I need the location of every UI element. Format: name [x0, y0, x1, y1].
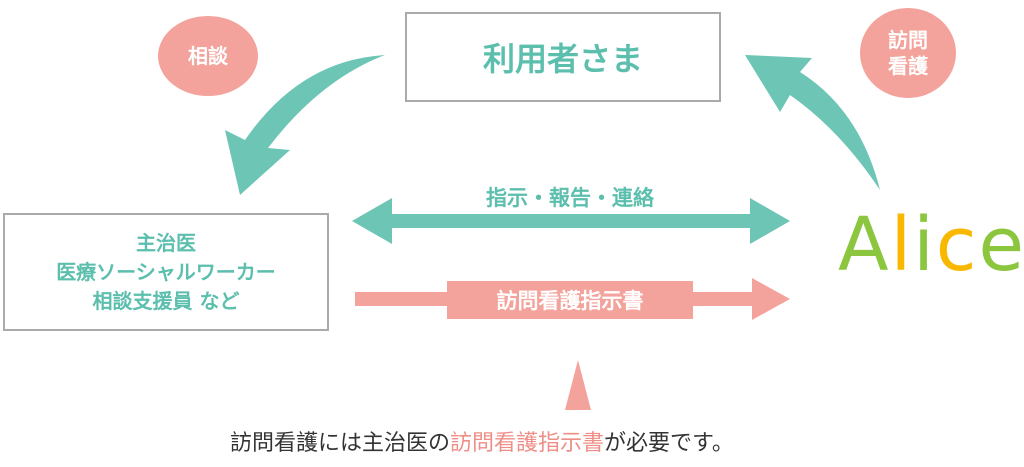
- visit-label-1: 訪問: [888, 28, 928, 52]
- curved-arrow-right: [745, 55, 880, 190]
- visit-nursing-bubble: 訪問 看護: [860, 8, 956, 98]
- curved-arrow-left: [225, 55, 385, 195]
- doctor-line-2: 医療ソーシャルワーカー: [56, 259, 276, 284]
- alice-logo: Alice: [838, 205, 1024, 285]
- logo-letter: A: [838, 202, 891, 288]
- consult-label: 相談: [188, 44, 228, 68]
- footer-suffix: が必要です。: [604, 431, 734, 456]
- doctor-line-1: 主治医: [136, 230, 196, 255]
- consult-bubble: 相談: [158, 16, 258, 96]
- footer-note: 訪問看護には主治医の訪問看護指示書が必要です。: [230, 425, 930, 457]
- double-arrow: [352, 198, 790, 244]
- logo-letter: l: [890, 202, 914, 288]
- user-label: 利用者さま: [482, 40, 643, 78]
- footer-highlight: 訪問看護指示書: [450, 431, 605, 456]
- doctor-line-3: 相談支援員 など: [92, 288, 240, 313]
- logo-letter: i: [913, 202, 936, 288]
- instruction-label: 訪問看護指示書: [447, 281, 693, 319]
- logo-letter: c: [935, 202, 979, 288]
- logo-letter: e: [978, 202, 1024, 288]
- visit-label-2: 看護: [888, 54, 928, 78]
- user-box: 利用者さま: [405, 12, 721, 102]
- footer-prefix: 訪問看護には主治医の: [230, 431, 451, 456]
- pointer-triangle: [565, 360, 591, 410]
- double-arrow-label: 指示・報告・連絡: [486, 186, 654, 210]
- doctor-box: 主治医 医療ソーシャルワーカー 相談支援員 など: [3, 213, 329, 331]
